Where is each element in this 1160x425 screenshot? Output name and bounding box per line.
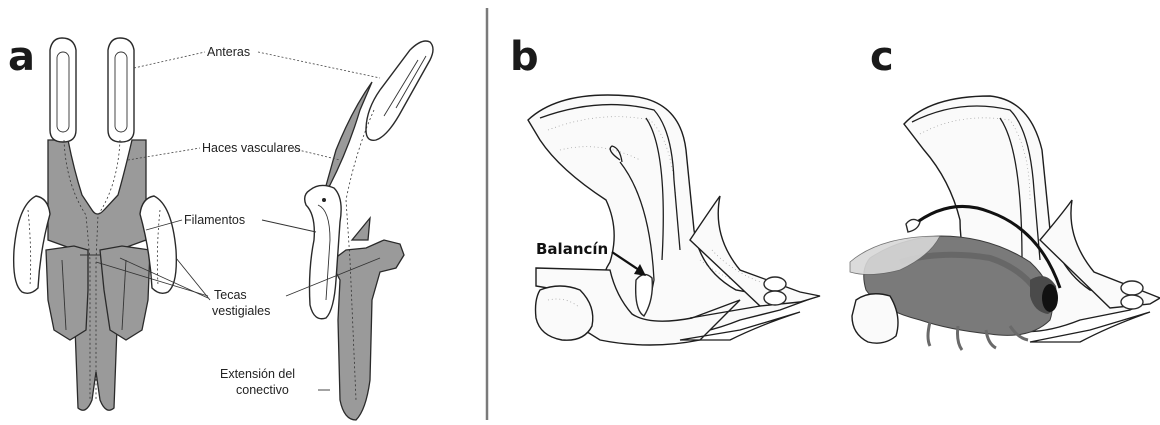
label-anteras: Anteras <box>207 45 250 59</box>
panel-letter-a: a <box>8 34 35 80</box>
label-conectivo: conectivo <box>236 383 289 397</box>
stamen-front-view <box>14 38 177 410</box>
label-extension-del: Extensión del <box>220 367 295 381</box>
bee-eye <box>1042 284 1058 312</box>
flower-with-bee-c <box>850 96 1160 350</box>
label-vestigiales: vestigiales <box>212 304 270 318</box>
flower-section-b <box>528 95 820 345</box>
panel-letter-c: c <box>870 34 894 80</box>
label-tecas: Tecas <box>214 288 247 302</box>
label-filamentos: Filamentos <box>184 213 245 227</box>
panel-letter-b: b <box>510 34 539 80</box>
stamen-side-view <box>305 41 433 420</box>
label-haces-vasculares: Haces vasculares <box>202 141 301 155</box>
label-balancin: Balancín <box>536 240 608 258</box>
